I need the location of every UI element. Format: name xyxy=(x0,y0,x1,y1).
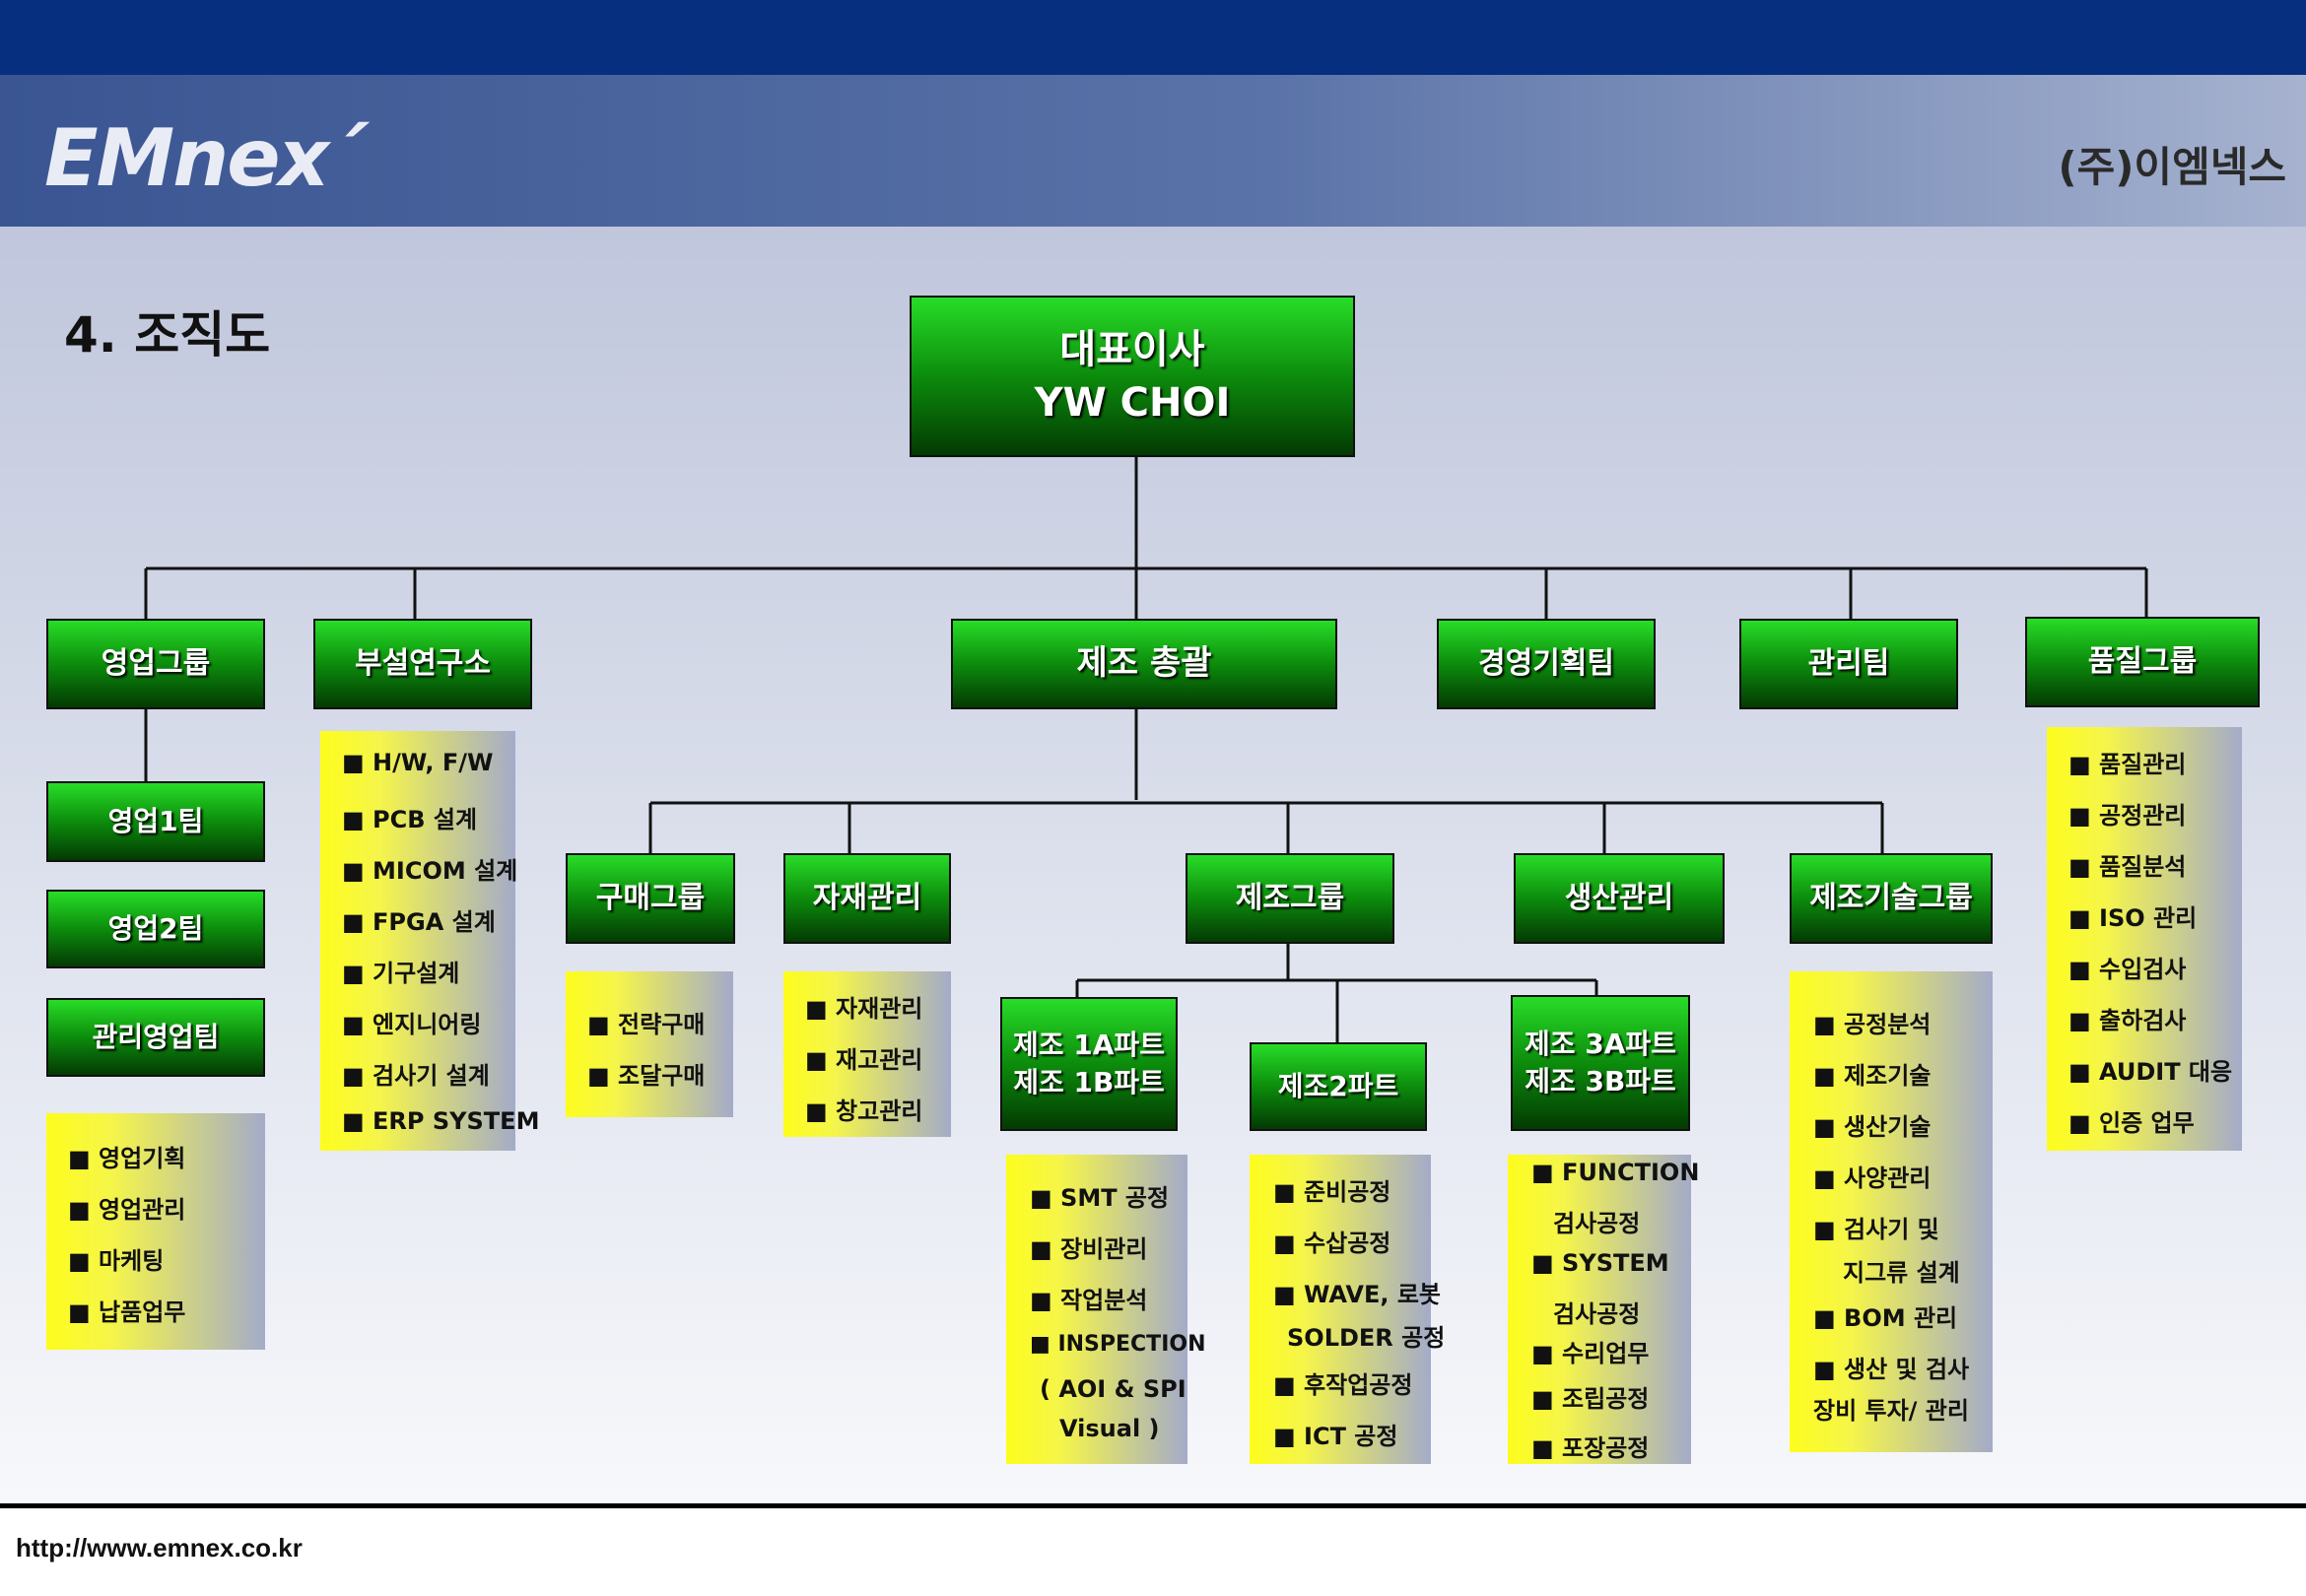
list-item: ■ 생산 및 검사 xyxy=(1813,1356,1970,1383)
list-item: ■ 검사기 설계 xyxy=(342,1062,490,1090)
list-item: 지그류 설계 xyxy=(1843,1259,1960,1287)
list-item: ■ INSPECTION xyxy=(1030,1332,1206,1357)
part-3b-label: 제조 3B파트 xyxy=(1525,1065,1676,1097)
list-item: ■ 조달구매 xyxy=(587,1062,706,1090)
footer-url[interactable]: http://www.emnex.co.kr xyxy=(16,1533,303,1563)
list-item: ■ ISO 관리 xyxy=(2069,904,2198,932)
list-item: ■ AUDIT 대응 xyxy=(2069,1058,2233,1086)
list-item: ■ 영업관리 xyxy=(68,1196,186,1224)
list-item: ■ 인증 업무 xyxy=(2069,1109,2195,1137)
list-item: ■ 준비공정 xyxy=(1273,1178,1391,1206)
list-item: ■ 포장공정 xyxy=(1531,1434,1650,1462)
list-item: 검사공정 xyxy=(1553,1300,1641,1328)
materials-mgmt-box: 자재관리 xyxy=(783,853,951,944)
list-item: ■ ICT 공정 xyxy=(1273,1423,1398,1450)
sales-team-1-box: 영업1팀 xyxy=(46,781,265,862)
quality-group-box: 품질그룹 xyxy=(2025,617,2260,707)
research-lab-box: 부설연구소 xyxy=(313,619,532,709)
list-item: ■ MICOM 설계 xyxy=(342,857,518,885)
sales-task-list: ■ 영업기획 ■ 영업관리 ■ 마케팅 ■ 납품업무 xyxy=(46,1113,265,1350)
part-2-task-list: ■ 준비공정 ■ 수삽공정 ■ WAVE, 로봇 SOLDER 공정 ■ 후작업… xyxy=(1250,1155,1445,1464)
purchasing-task-list: ■ 전략구매 ■ 조달구매 xyxy=(566,971,733,1117)
footer-divider xyxy=(0,1503,2306,1508)
part-1a-label: 제조 1A파트 xyxy=(1013,1029,1165,1062)
list-item: ■ 품질분석 xyxy=(2069,853,2187,881)
purchasing-group-box: 구매그룹 xyxy=(566,853,735,944)
list-item: ■ SYSTEM xyxy=(1531,1249,1669,1277)
list-item: ■ ERP SYSTEM xyxy=(342,1107,540,1135)
list-item: ■ H/W, F/W xyxy=(342,749,494,776)
production-mgmt-box: 생산관리 xyxy=(1514,853,1725,944)
part-3a-label: 제조 3A파트 xyxy=(1525,1028,1676,1061)
page-title: 4. 조직도 xyxy=(64,306,271,364)
list-item: ■ 장비관리 xyxy=(1030,1235,1148,1263)
list-item: SOLDER 공정 xyxy=(1287,1324,1446,1352)
part-2-box: 제조2파트 xyxy=(1250,1042,1427,1131)
list-item: ■ 창고관리 xyxy=(805,1097,923,1125)
ceo-title: 대표이사 xyxy=(1059,327,1205,372)
list-item: ■ 제조기술 xyxy=(1813,1062,1932,1090)
manufacturing-hq-box: 제조 총괄 xyxy=(951,619,1337,709)
list-item: ■ FPGA 설계 xyxy=(342,908,496,936)
list-item: 검사공정 xyxy=(1553,1210,1641,1237)
company-logo: EMnex´ xyxy=(44,112,367,204)
sales-admin-team-box: 관리영업팀 xyxy=(46,998,265,1077)
sales-group-box: 영업그룹 xyxy=(46,619,265,709)
company-name: (주)이엠넥스 xyxy=(2058,143,2286,191)
list-item: ■ 후작업공정 xyxy=(1273,1371,1413,1399)
mfg-tech-task-list: ■ 공정분석 ■ 제조기술 ■ 생산기술 ■ 사양관리 ■ 검사기 및 지그류 … xyxy=(1790,971,1993,1452)
header-banner: EMnex´ (주)이엠넥스 xyxy=(0,75,2306,227)
part-3-box: 제조 3A파트 제조 3B파트 xyxy=(1511,995,1690,1131)
ceo-box: 대표이사 YW CHOI xyxy=(910,296,1355,457)
quality-task-list: ■ 품질관리 ■ 공정관리 ■ 품질분석 ■ ISO 관리 ■ 수입검사 ■ 출… xyxy=(2047,727,2242,1151)
part-1b-label: 제조 1B파트 xyxy=(1013,1066,1165,1098)
list-item: ■ 마케팅 xyxy=(68,1247,165,1275)
list-item: ■ WAVE, 로봇 xyxy=(1273,1281,1441,1308)
list-item: ■ 기구설계 xyxy=(342,960,460,987)
management-planning-box: 경영기획팀 xyxy=(1437,619,1656,709)
list-item: ■ FUNCTION xyxy=(1531,1159,1700,1186)
list-item: ■ 검사기 및 xyxy=(1813,1216,1939,1243)
list-item: ■ PCB 설계 xyxy=(342,806,478,833)
list-item: ■ 자재관리 xyxy=(805,995,923,1023)
list-item: ■ 수리업무 xyxy=(1531,1340,1650,1367)
list-item: 장비 투자/ 관리 xyxy=(1813,1397,1969,1425)
list-item: ■ 엔지니어링 xyxy=(342,1011,482,1038)
materials-task-list: ■ 자재관리 ■ 재고관리 ■ 창고관리 xyxy=(783,971,951,1137)
list-item: ■ 수삽공정 xyxy=(1273,1230,1391,1257)
list-item: ■ SMT 공정 xyxy=(1030,1184,1170,1212)
list-item: ■ 영업기획 xyxy=(68,1145,186,1172)
list-item: ■ 생산기술 xyxy=(1813,1113,1932,1141)
list-item: ■ 납품업무 xyxy=(68,1298,186,1326)
list-item: ■ 사양관리 xyxy=(1813,1164,1932,1192)
list-item: ■ 작업분석 xyxy=(1030,1287,1148,1314)
part-1-box: 제조 1A파트 제조 1B파트 xyxy=(1000,997,1178,1131)
list-item: ■ 공정관리 xyxy=(2069,802,2187,830)
list-item: ( AOI & SPI xyxy=(1040,1375,1187,1403)
manufacturing-group-box: 제조그룹 xyxy=(1186,853,1394,944)
part-1-task-list: ■ SMT 공정 ■ 장비관리 ■ 작업분석 ■ INSPECTION ( AO… xyxy=(1006,1155,1206,1464)
ceo-name: YW CHOI xyxy=(1034,380,1231,426)
mfg-tech-group-box: 제조기술그룹 xyxy=(1790,853,1993,944)
list-item: ■ BOM 관리 xyxy=(1813,1304,1958,1332)
part-3-task-list: ■ FUNCTION 검사공정 ■ SYSTEM 검사공정 ■ 수리업무 ■ 조… xyxy=(1508,1155,1699,1464)
research-task-list: ■ H/W, F/W ■ PCB 설계 ■ MICOM 설계 ■ FPGA 설계… xyxy=(320,731,539,1151)
list-item: ■ 재고관리 xyxy=(805,1046,923,1074)
list-item: Visual ) xyxy=(1059,1415,1160,1442)
list-item: ■ 공정분석 xyxy=(1813,1011,1932,1038)
list-item: ■ 조립공정 xyxy=(1531,1385,1650,1413)
list-item: ■ 출하검사 xyxy=(2069,1007,2187,1034)
list-item: ■ 전략구매 xyxy=(587,1011,706,1038)
list-item: ■ 수입검사 xyxy=(2069,956,2187,983)
list-item: ■ 품질관리 xyxy=(2069,751,2187,778)
admin-team-box: 관리팀 xyxy=(1739,619,1958,709)
sales-team-2-box: 영업2팀 xyxy=(46,890,265,968)
top-bar xyxy=(0,0,2306,75)
